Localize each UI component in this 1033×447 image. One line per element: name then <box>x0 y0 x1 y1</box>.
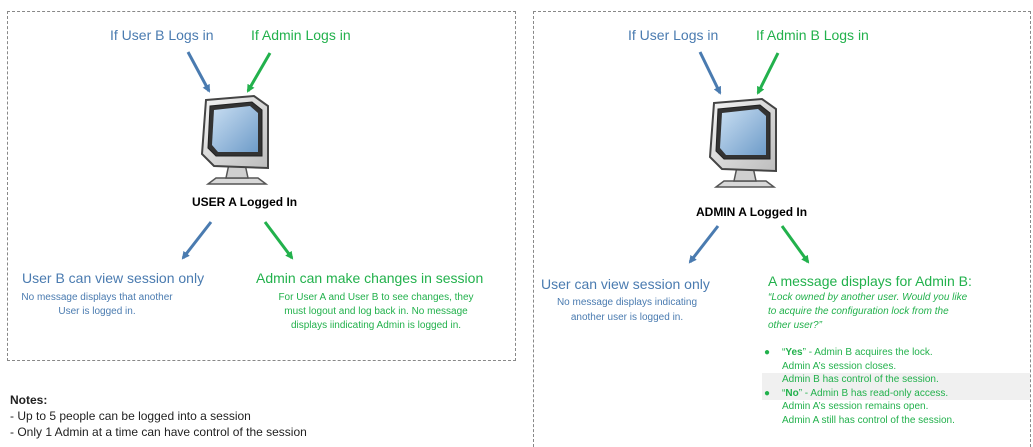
lock-message-line: other user?” <box>768 320 822 331</box>
admin-b-message-title: A message displays for Admin B: <box>768 273 972 289</box>
computer-monitor-icon <box>200 94 269 185</box>
yes-option-detail: Admin B has control of the session. <box>762 373 1030 387</box>
arrow-icon <box>186 51 211 93</box>
trigger-admin-b-label: If Admin B Logs in <box>756 27 869 43</box>
user-b-outcome-line: No message displays that another <box>21 292 173 303</box>
admin-outcome-line: must logout and log back in. No message <box>284 306 468 317</box>
user-b-outcome-title: User B can view session only <box>22 270 205 286</box>
no-option-detail: Admin A still has control of the session… <box>782 414 955 426</box>
bullet-icon: ● <box>764 387 771 399</box>
admin-outcome-title: Admin can make changes in session <box>256 270 484 286</box>
computer-monitor-icon <box>708 97 777 188</box>
user-outcome-line: No message displays indicating <box>556 297 698 308</box>
admin-a-logged-in-label: ADMIN A Logged In <box>696 205 808 219</box>
no-option-label: No <box>785 387 799 399</box>
notes-item: - Up to 5 people can be logged into a se… <box>10 409 251 423</box>
arrow-icon <box>263 221 294 260</box>
arrow-icon <box>698 51 722 95</box>
trigger-user-label: If User Logs in <box>628 27 719 43</box>
yes-option-label: Yes <box>785 347 803 358</box>
bullet-icon: ● <box>764 347 771 358</box>
user-outcome-title: User can view session only <box>541 276 710 292</box>
admin-a-scenario-panel <box>533 11 1031 447</box>
yes-option-detail: Admin A’s session closes. <box>782 360 897 372</box>
arrow-icon <box>780 225 810 264</box>
lock-options-list: ● “Yes” - Admin B acquires the lock. Adm… <box>762 346 1030 427</box>
user-outcome-line: another user is logged in. <box>570 312 684 323</box>
trigger-admin-label: If Admin Logs in <box>251 27 351 43</box>
notes-section: Notes: - Up to 5 people can be logged in… <box>10 392 307 440</box>
user-a-scenario-panel <box>7 11 516 361</box>
user-a-logged-in-label: USER A Logged In <box>192 195 298 209</box>
arrow-icon <box>181 221 213 260</box>
notes-title: Notes: <box>10 393 48 407</box>
admin-outcome-line: displays iindicating Admin is logged in. <box>290 320 462 331</box>
no-option-detail: Admin A’s session remains open. <box>782 401 929 412</box>
user-b-outcome-line: User is logged in. <box>58 306 136 317</box>
no-option-item: ● “No” - Admin B has read-only access. <box>762 386 1030 400</box>
admin-outcome-line: For User A and User B to see changes, th… <box>278 292 474 303</box>
lock-message-line: “Lock owned by another user. Would you l… <box>768 292 968 303</box>
notes-item: - Only 1 Admin at a time can have contro… <box>10 425 307 439</box>
lock-message-line: to acquire the configuration lock from t… <box>768 306 949 317</box>
yes-option-item: ● “Yes” - Admin B acquires the lock. <box>764 347 933 358</box>
arrow-icon <box>756 52 780 95</box>
arrow-icon <box>688 225 720 264</box>
arrow-icon <box>246 52 272 93</box>
trigger-user-b-label: If User B Logs in <box>110 27 214 43</box>
